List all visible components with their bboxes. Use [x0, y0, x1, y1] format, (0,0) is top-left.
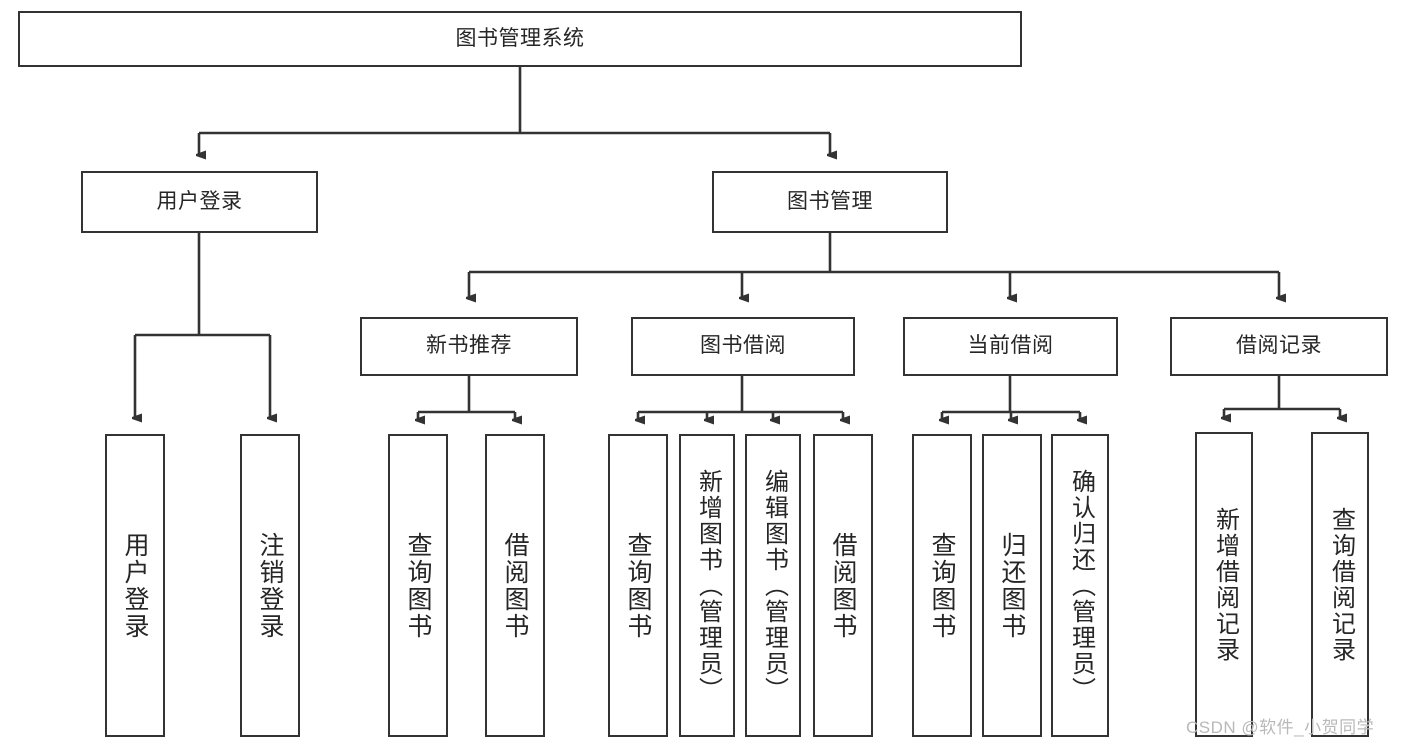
node-label: 图书借阅 — [700, 334, 786, 358]
node-label: 新增图书（管理员） — [694, 468, 722, 703]
node-label: 图书管理系统 — [455, 26, 585, 50]
leaf-borrow-book-recommend[interactable]: 借阅图书 — [485, 434, 545, 737]
leaf-query-book-recommend[interactable]: 查询图书 — [388, 434, 448, 737]
node-new-book-recommend[interactable]: 新书推荐 — [360, 317, 578, 376]
leaf-user-login[interactable]: 用户登录 — [105, 434, 165, 737]
node-label: 查询图书 — [624, 531, 652, 640]
node-label: 用户登录 — [121, 531, 149, 640]
leaf-return-book[interactable]: 归还图书 — [982, 434, 1042, 737]
node-book-borrow[interactable]: 图书借阅 — [631, 317, 855, 376]
node-label: 借阅图书 — [501, 531, 529, 640]
leaf-add-borrow-record[interactable]: 新增借阅记录 — [1195, 432, 1253, 737]
node-current-borrow[interactable]: 当前借阅 — [903, 317, 1118, 376]
node-label: 编辑图书（管理员） — [760, 468, 788, 703]
leaf-edit-book-admin[interactable]: 编辑图书（管理员） — [745, 434, 801, 737]
csdn-watermark: CSDN @软件_小贺同学 — [1186, 718, 1375, 737]
leaf-query-book-current[interactable]: 查询图书 — [912, 434, 972, 737]
node-label: 注销登录 — [256, 531, 284, 640]
node-borrow-record[interactable]: 借阅记录 — [1170, 317, 1388, 376]
node-user-login[interactable]: 用户登录 — [81, 171, 318, 233]
leaf-logout[interactable]: 注销登录 — [240, 434, 300, 737]
node-label: 用户登录 — [156, 189, 243, 213]
node-label: 确认归还（管理员） — [1067, 468, 1095, 703]
node-label: 新书推荐 — [426, 334, 512, 358]
node-label: 查询借阅记录 — [1327, 506, 1355, 663]
node-label: 借阅记录 — [1236, 334, 1322, 358]
leaf-query-borrow-record[interactable]: 查询借阅记录 — [1311, 432, 1369, 737]
node-label: 归还图书 — [998, 531, 1026, 640]
node-book-management[interactable]: 图书管理 — [712, 171, 948, 233]
node-root-system[interactable]: 图书管理系统 — [18, 11, 1022, 67]
leaf-confirm-return-admin[interactable]: 确认归还（管理员） — [1051, 434, 1109, 737]
node-label: 当前借阅 — [967, 334, 1054, 358]
leaf-borrow-book[interactable]: 借阅图书 — [813, 434, 873, 737]
node-label: 查询图书 — [404, 531, 432, 640]
leaf-add-book-admin[interactable]: 新增图书（管理员） — [679, 434, 735, 737]
node-label: 借阅图书 — [829, 531, 857, 640]
leaf-query-book-borrow[interactable]: 查询图书 — [608, 434, 668, 737]
node-label: 新增借阅记录 — [1211, 506, 1239, 663]
node-label: 查询图书 — [928, 531, 956, 640]
node-label: 图书管理 — [787, 189, 873, 213]
